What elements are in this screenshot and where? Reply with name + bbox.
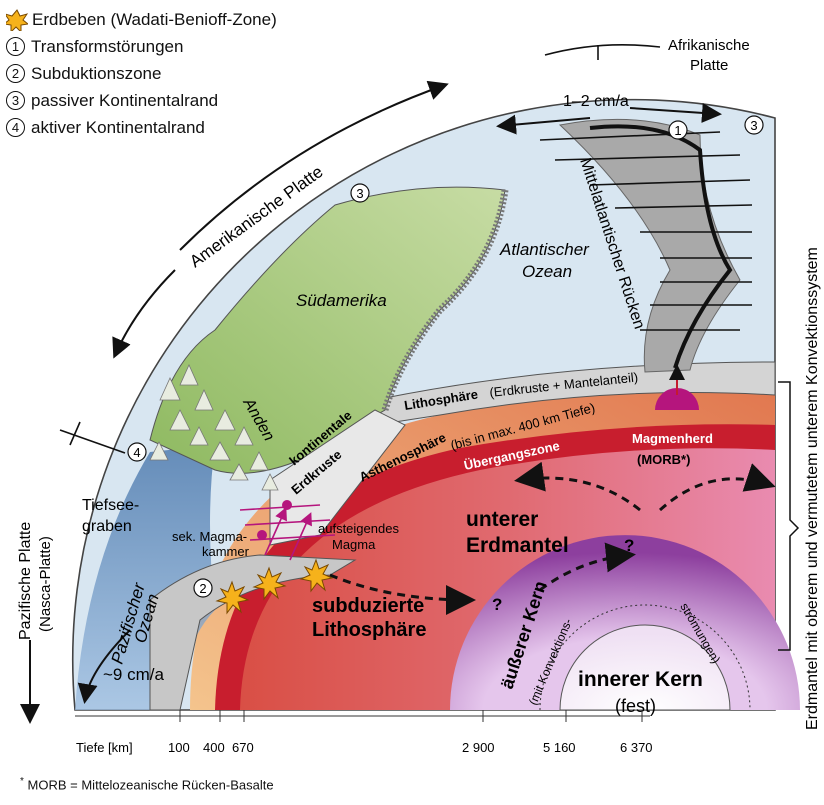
legend-item: 4 aktiver Kontinentalrand	[6, 114, 277, 141]
footnote-mark: *	[20, 776, 24, 787]
marker-1: 1	[674, 123, 681, 138]
legend-item: 2 Subduktionszone	[6, 60, 277, 87]
inner-core-note: (fest)	[615, 696, 656, 716]
mantle-bracket	[778, 382, 798, 650]
marker-4: 4	[133, 445, 140, 460]
legend-number-4: 4	[6, 118, 25, 137]
atlantic-ocean-label-1: Atlantischer	[499, 240, 590, 259]
legend-label-2: Subduktionszone	[31, 60, 161, 87]
marker-2: 2	[199, 581, 206, 596]
legend-item: 1 Transformstörungen	[6, 33, 277, 60]
mantle-side-label: Erdmantel mit oberem und vermutetem unte…	[804, 247, 821, 730]
rising-magma-label-1: aufsteigendes	[318, 521, 399, 536]
pacific-plate-label-2: (Nasca-Platte)	[37, 536, 54, 632]
pacific-plate-label-1: Pazifische Platte	[17, 522, 34, 640]
atlantic-ocean-label-2: Ozean	[522, 262, 572, 281]
african-plate-label-2: Platte	[690, 57, 728, 74]
legend-number-1: 1	[6, 37, 25, 56]
depth-tick-2900: 2 900	[462, 740, 495, 755]
magma-chamber-label: Magmenherd	[632, 431, 713, 446]
legend-label-4: aktiver Kontinentalrand	[31, 114, 205, 141]
spreading-rate-label: 1–2 cm/a	[563, 93, 629, 110]
subducted-lithosphere-label-2: Lithosphäre	[312, 619, 426, 641]
morb-label: (MORB*)	[637, 452, 690, 467]
trench-label-1: Tiefsee-	[82, 497, 139, 514]
legend-item: 3 passiver Kontinentalrand	[6, 87, 277, 114]
lower-mantle-label-2: Erdmantel	[466, 534, 569, 557]
inner-core-label: innerer Kern	[578, 668, 703, 691]
lower-mantle-label-1: unterer	[466, 508, 538, 531]
secondary-magma-chamber-2	[257, 530, 267, 540]
depth-tick-670: 670	[232, 740, 254, 755]
marker-3-left: 3	[356, 186, 363, 201]
legend-earthquake-label: Erdbeben (Wadati-Benioff-Zone)	[32, 6, 277, 33]
depth-axis-label: Tiefe [km]	[76, 740, 133, 755]
legend-label-3: passiver Kontinentalrand	[31, 87, 218, 114]
subduction-rate-label: ~9 cm/a	[103, 665, 164, 684]
south-america-label: Südamerika	[296, 291, 387, 310]
rising-magma-label-2: Magma	[332, 537, 376, 552]
depth-tick-6370: 6 370	[620, 740, 653, 755]
legend-number-2: 2	[6, 64, 25, 83]
depth-axis: Tiefe [km] 100 400 670 2 900 5 160 6 370	[75, 710, 653, 755]
legend-earthquake-row: Erdbeben (Wadati-Benioff-Zone)	[6, 6, 277, 33]
question-mark-1: ?	[492, 595, 502, 614]
subducted-lithosphere-label-1: subduzierte	[312, 595, 424, 617]
secondary-magma-label-2: kammer	[202, 544, 250, 559]
footnote: * MORB = Mittelozeanische Rücken-Basalte	[20, 776, 274, 792]
earthquake-star-icon	[6, 9, 28, 31]
depth-tick-400: 400	[203, 740, 225, 755]
legend-label-1: Transformstörungen	[31, 33, 183, 60]
legend: Erdbeben (Wadati-Benioff-Zone) 1 Transfo…	[6, 6, 277, 141]
marker-3-right: 3	[750, 118, 757, 133]
african-plate-label-1: Afrikanische	[668, 37, 750, 54]
depth-tick-5160: 5 160	[543, 740, 576, 755]
secondary-magma-label-1: sek. Magma-	[172, 529, 247, 544]
secondary-magma-chamber-1	[282, 500, 292, 510]
footnote-text: MORB = Mittelozeanische Rücken-Basalte	[28, 777, 274, 792]
question-mark-2: ?	[624, 536, 634, 555]
depth-tick-100: 100	[168, 740, 190, 755]
legend-number-3: 3	[6, 91, 25, 110]
trench-label-2: graben	[82, 518, 132, 535]
